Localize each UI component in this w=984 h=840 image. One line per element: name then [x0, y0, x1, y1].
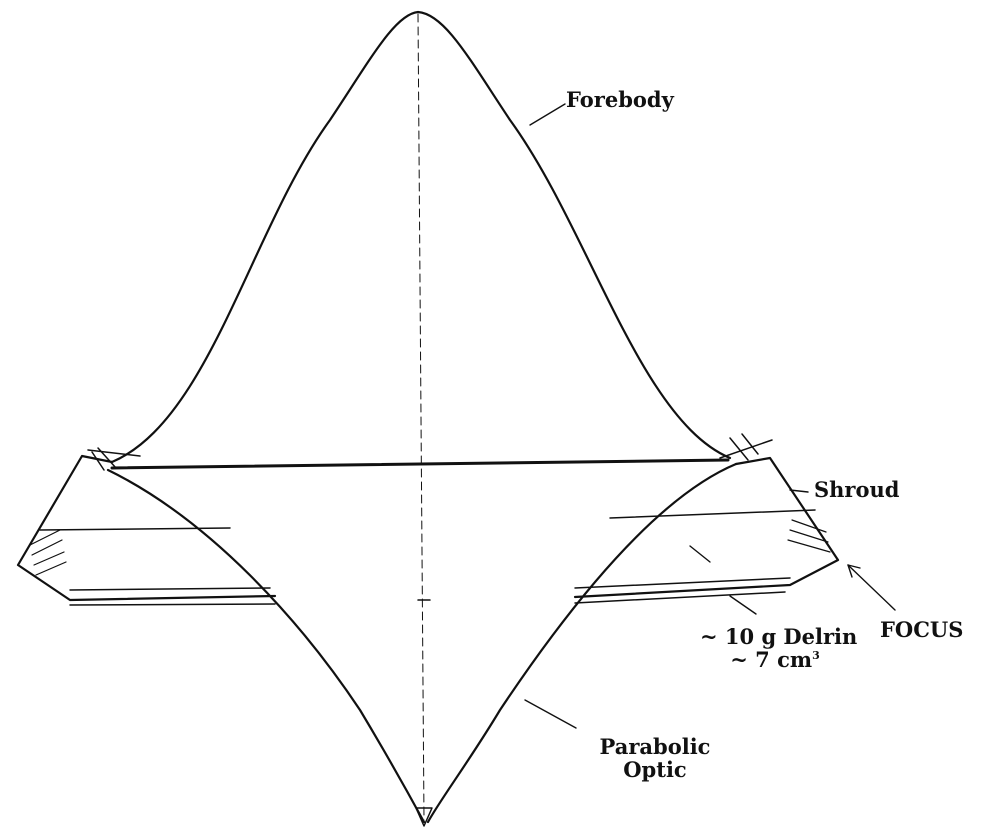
shroud-wing-right-inner — [574, 509, 816, 604]
shroud-wing-right — [573, 456, 840, 599]
delrin-volume: ~ 7 cm3 — [730, 647, 820, 673]
forebody-label: Forebody — [566, 87, 674, 112]
joint-left — [91, 447, 117, 471]
shroud-line — [110, 458, 730, 470]
shroud-wing-right-top — [719, 439, 773, 459]
central-axis — [417, 13, 425, 821]
focus-arrowhead — [847, 564, 861, 578]
parabolic-optic-label: Parabolic Optic — [585, 735, 725, 781]
delrin-mass: ~ 10 g Delrin — [700, 624, 858, 649]
joint-right — [729, 433, 759, 461]
focus-detail-left — [29, 529, 67, 576]
shroud-leader — [789, 489, 809, 493]
shroud-wing-left-inner — [39, 527, 276, 606]
forebody-leader — [529, 103, 566, 126]
parabolic-optic-left — [106, 468, 426, 824]
shroud-wing-left-top — [87, 449, 141, 457]
delrin-label: ~ 10 g Delrin ~ 7 cm3 — [700, 624, 858, 673]
parabolic-line2: Optic — [623, 757, 687, 783]
focus-detail-right — [787, 519, 831, 553]
focus-label: FOCUS — [880, 617, 964, 642]
focus-leader — [847, 564, 896, 611]
parabolic-optic-right — [426, 462, 738, 824]
shroud-wing-left — [16, 454, 277, 602]
delrin-leader — [689, 545, 757, 615]
forebody-outline — [110, 10, 732, 464]
parabolic-leader — [524, 699, 577, 729]
shroud-label: Shroud — [814, 477, 900, 502]
optic-vertex — [415, 807, 433, 827]
parabolic-line1: Parabolic — [599, 734, 711, 759]
